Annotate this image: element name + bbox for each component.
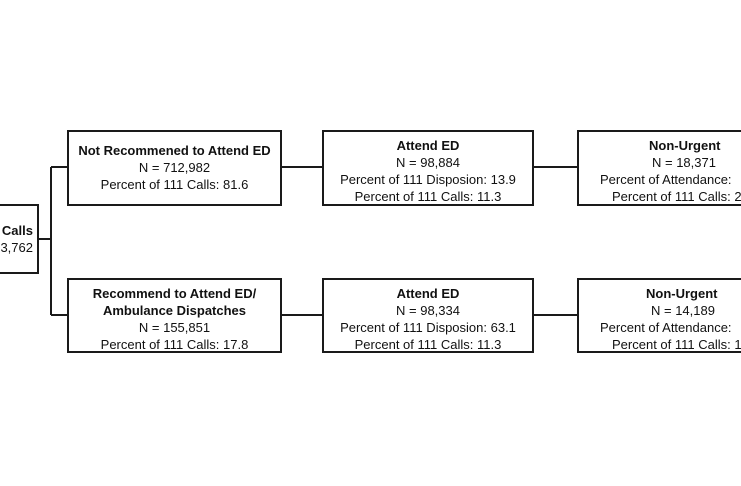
node-count: N = 14,189 — [651, 303, 715, 318]
node-percent-calls: Percent of 111 Calls: 2 — [612, 189, 741, 204]
bottom-node-attend-ed: Attend ED N = 98,334 Percent of 111 Disp… — [322, 278, 534, 353]
node-title: Not Recommened to Attend ED — [78, 143, 271, 158]
top-node-attend-ed: Attend ED N = 98,884 Percent of 111 Disp… — [322, 130, 534, 206]
node-title-line2: Ambulance Dispatches — [102, 303, 247, 318]
node-count: N = 155,851 — [138, 320, 211, 335]
node-title: Non-Urgent — [649, 138, 721, 153]
bottom-node-recommend-attend: Recommend to Attend ED/ Ambulance Dispat… — [67, 278, 282, 353]
node-percent-calls: Percent of 111 Calls: 81.6 — [100, 177, 249, 192]
root-node-title: Calls — [1, 223, 33, 238]
node-count: N = 98,334 — [396, 303, 460, 318]
root-node-box: Calls 3,762 — [0, 204, 39, 274]
bottom-node-non-urgent: Non-Urgent N = 14,189 Percent of Attenda… — [577, 278, 741, 353]
node-title: Non-Urgent — [646, 286, 718, 301]
node-title: Attend ED — [396, 286, 460, 301]
node-title: Attend ED — [396, 138, 460, 153]
root-node-count: 3,762 — [0, 240, 33, 255]
node-percent-disposition: Percent of 111 Disposion: 63.1 — [340, 320, 516, 335]
node-count: N = 98,884 — [396, 155, 460, 170]
node-percent-disposition: Percent of 111 Disposion: 13.9 — [340, 172, 516, 187]
node-count: N = 18,371 — [652, 155, 716, 170]
node-percent-calls: Percent of 111 Calls: 11.3 — [354, 337, 502, 352]
node-percent-attendance: Percent of Attendance: — [600, 172, 732, 187]
top-node-not-recommended: Not Recommened to Attend ED N = 712,982 … — [67, 130, 282, 206]
node-count: N = 712,982 — [138, 160, 211, 175]
node-title-line1: Recommend to Attend ED/ — [92, 286, 257, 301]
node-percent-attendance: Percent of Attendance: — [600, 320, 732, 335]
node-percent-calls: Percent of 111 Calls: 17.8 — [100, 337, 249, 352]
node-percent-calls: Percent of 111 Calls: 1 — [612, 337, 741, 352]
node-percent-calls: Percent of 111 Calls: 11.3 — [354, 189, 502, 204]
top-node-non-urgent: Non-Urgent N = 18,371 Percent of Attenda… — [577, 130, 741, 206]
